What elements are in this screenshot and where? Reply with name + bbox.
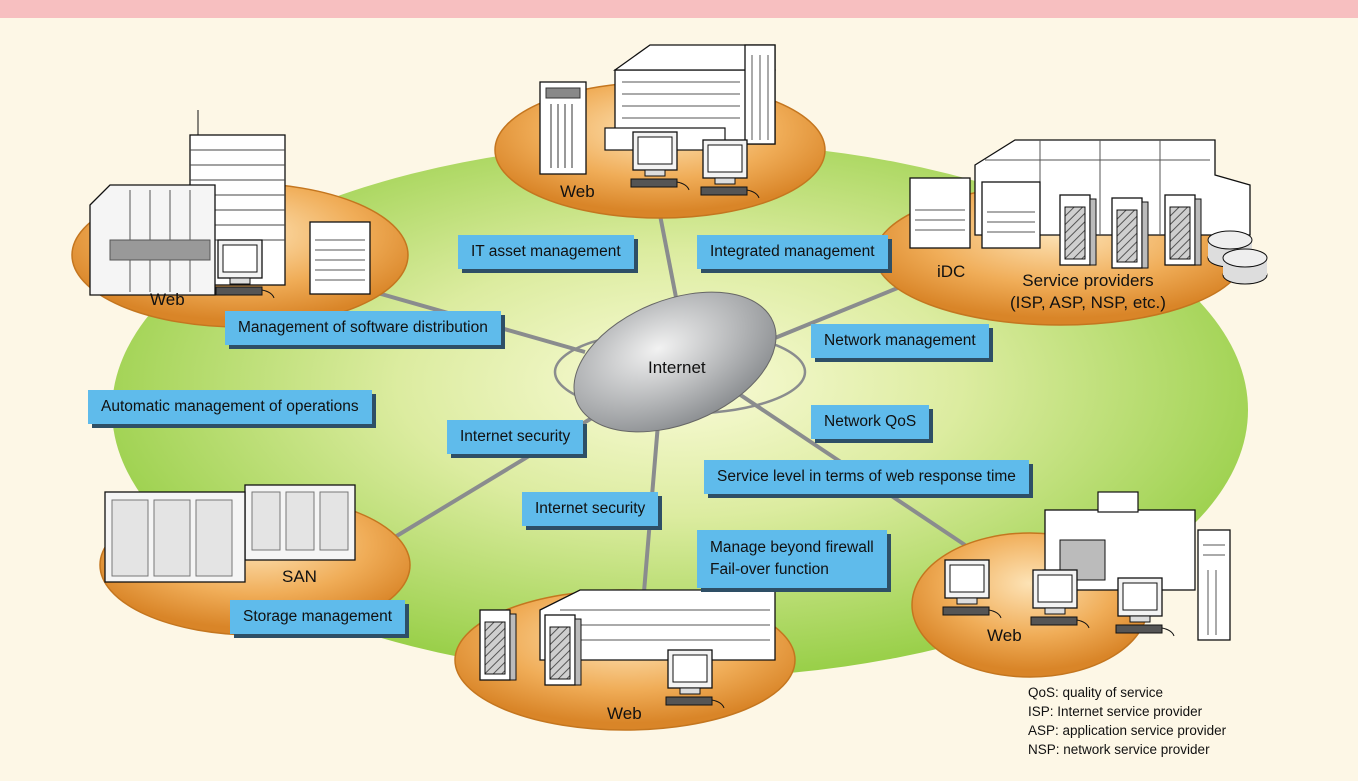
idc-illustration (909, 139, 1268, 285)
left-web-label: Web (150, 290, 185, 309)
left-web-illustration (89, 110, 371, 299)
integrated-management-label: Integrated management (697, 235, 888, 269)
firewall-label: Manage beyond firewall Fail-over functio… (697, 530, 887, 588)
firewall-label-line-1: Manage beyond firewall (710, 539, 874, 556)
top-web-building-illustration (539, 44, 776, 199)
bottom-web-illustration (479, 589, 776, 709)
abbreviation-legend: QoS: quality of service ISP: Internet se… (1028, 683, 1226, 759)
top-bar (0, 0, 1358, 18)
san-label: SAN (282, 567, 317, 586)
idc-label: iDC (937, 262, 966, 281)
storage-management-label: Storage management (230, 600, 406, 634)
right-web-illustration (942, 491, 1231, 641)
legend-item-isp: ISP: Internet service provider (1028, 704, 1203, 719)
network-management-label: Network management (811, 324, 989, 358)
network-qos-label: Network QoS (811, 405, 930, 439)
bottom-web-label: Web (607, 704, 642, 723)
software-distribution-label: Management of software distribution (225, 311, 501, 345)
service-providers-label: Service providers (ISP, ASP, NSP, etc.) (1010, 270, 1166, 314)
service-level-label: Service level in terms of web response t… (704, 460, 1029, 494)
it-asset-management-label: IT asset management (458, 235, 634, 269)
firewall-label-line-2: Fail-over function (710, 561, 829, 578)
automatic-operations-label: Automatic management of operations (88, 390, 372, 424)
top-web-label: Web (560, 182, 595, 201)
hub-label: Internet (648, 358, 706, 377)
legend-item-nsp: NSP: network service provider (1028, 742, 1210, 757)
internet-security-label-2: Internet security (522, 492, 659, 526)
legend-item-asp: ASP: application service provider (1028, 723, 1227, 738)
legend-item-qos: QoS: quality of service (1028, 685, 1164, 700)
internet-security-label-1: Internet security (447, 420, 584, 454)
san-illustration (104, 484, 356, 583)
service-providers-line-2: (ISP, ASP, NSP, etc.) (1010, 293, 1166, 312)
service-providers-line-1: Service providers (1022, 271, 1154, 290)
internet-hub (553, 291, 807, 433)
right-web-label: Web (987, 626, 1022, 645)
